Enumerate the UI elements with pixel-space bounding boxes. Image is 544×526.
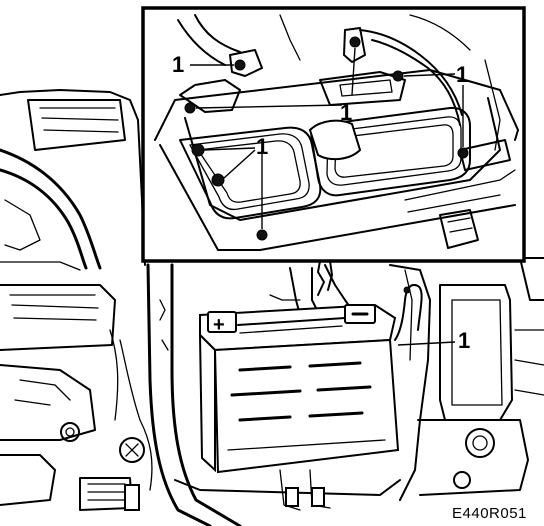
bolt-upper-center bbox=[349, 36, 361, 48]
callout-label: 1 bbox=[340, 100, 352, 125]
svg-text:+: + bbox=[213, 314, 225, 336]
bolt-upper-right bbox=[392, 70, 404, 82]
bolt-bracket-left bbox=[184, 102, 196, 114]
bolt-upper-left bbox=[234, 59, 246, 71]
callout-label: 1 bbox=[456, 62, 468, 87]
callout-label: 1 bbox=[458, 328, 470, 353]
callout-label: 1 bbox=[172, 52, 184, 77]
bolt-tray-2 bbox=[211, 173, 225, 187]
cable-clip bbox=[403, 286, 411, 294]
callout-label: 1 bbox=[256, 134, 268, 159]
figure-code: E440R051 bbox=[452, 505, 527, 522]
battery: + bbox=[198, 303, 400, 474]
bolt-tray-1 bbox=[191, 143, 205, 157]
engine-bay-background bbox=[0, 89, 544, 526]
bolt-tray-front bbox=[256, 229, 268, 241]
inset-detail bbox=[141, 6, 526, 296]
bolt-tray-right bbox=[457, 147, 469, 159]
